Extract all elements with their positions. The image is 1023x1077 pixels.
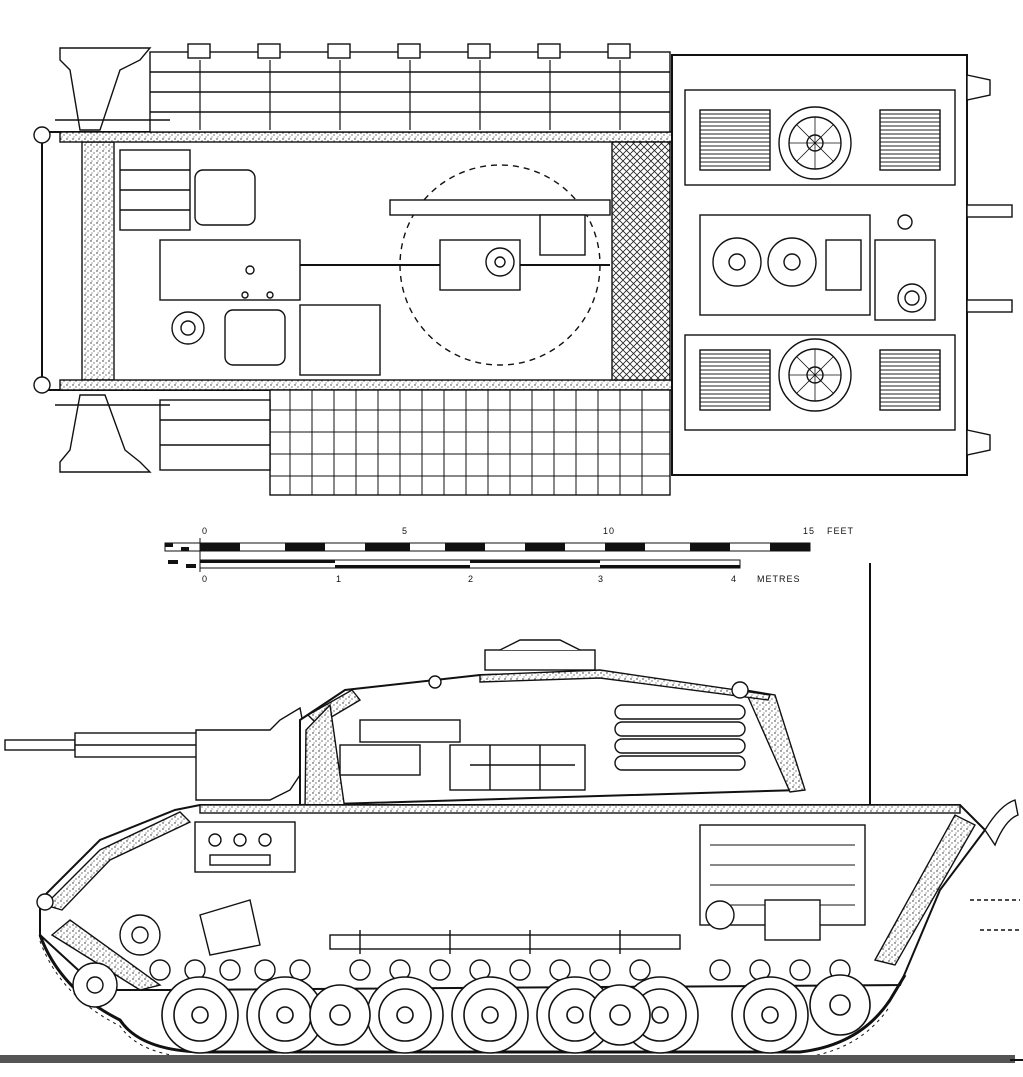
- side-driver-instrument-panel: [194, 821, 296, 873]
- side-seat: [199, 899, 261, 956]
- scale-feet-tick-15: 15: [803, 526, 815, 536]
- side-exhaust-pipe: [984, 799, 1019, 847]
- side-view: [4, 563, 1020, 1059]
- scale-metre-tick-1: 1: [336, 574, 342, 584]
- plan-front-armor: [81, 141, 115, 381]
- scale-metre-tick-3: 3: [598, 574, 604, 584]
- plan-track-upper: [149, 43, 671, 133]
- plan-driver-seat: [194, 169, 256, 226]
- side-steering-wheel: [119, 914, 161, 956]
- scale-bar: 0 5 10 15 FEET 0 1 2 3 4 METRES: [164, 526, 854, 584]
- side-ammo-rack: [614, 704, 746, 771]
- plan-view: [33, 43, 1013, 496]
- page-bottom-edge: [0, 1055, 1015, 1063]
- scale-metre-tick-4: 4: [731, 574, 737, 584]
- scale-feet-tick-5: 5: [402, 526, 408, 536]
- plan-gearbox: [159, 239, 301, 301]
- scale-feet-tick-10: 10: [603, 526, 615, 536]
- plan-steering-unit: [171, 311, 205, 345]
- side-engine: [699, 824, 866, 941]
- scale-feet-tick-0: 0: [202, 526, 208, 536]
- side-road-wheels: [161, 974, 871, 1054]
- plan-cooling-fan-lower: [778, 338, 852, 412]
- scale-feet-unit: FEET: [827, 526, 854, 536]
- side-track: [38, 934, 907, 1054]
- plan-cooling-fan-upper: [778, 106, 852, 180]
- side-gun-breech: [339, 719, 586, 791]
- scale-bar-metre-segments: [168, 560, 740, 568]
- scale-metre-tick-2: 2: [468, 574, 474, 584]
- plan-engine-block: [699, 214, 871, 316]
- plan-bulkhead: [611, 141, 671, 381]
- plan-radio-seat: [224, 309, 286, 366]
- side-gun-barrel: [4, 706, 311, 801]
- plan-side-armor-top: [59, 131, 673, 143]
- plan-track-lower: [159, 389, 671, 496]
- scale-bar-feet-segments: [165, 543, 810, 551]
- scale-metre-tick-0: 0: [202, 574, 208, 584]
- side-drive-shaft: [329, 934, 681, 950]
- plan-sprocket-front-lower: [55, 394, 170, 473]
- side-front-sprocket: [72, 962, 118, 1008]
- plan-sprocket-front-upper: [55, 47, 170, 131]
- scale-metre-unit: METRES: [757, 574, 801, 584]
- side-commander-hatch: [484, 649, 596, 671]
- plan-side-armor-bottom: [59, 379, 673, 391]
